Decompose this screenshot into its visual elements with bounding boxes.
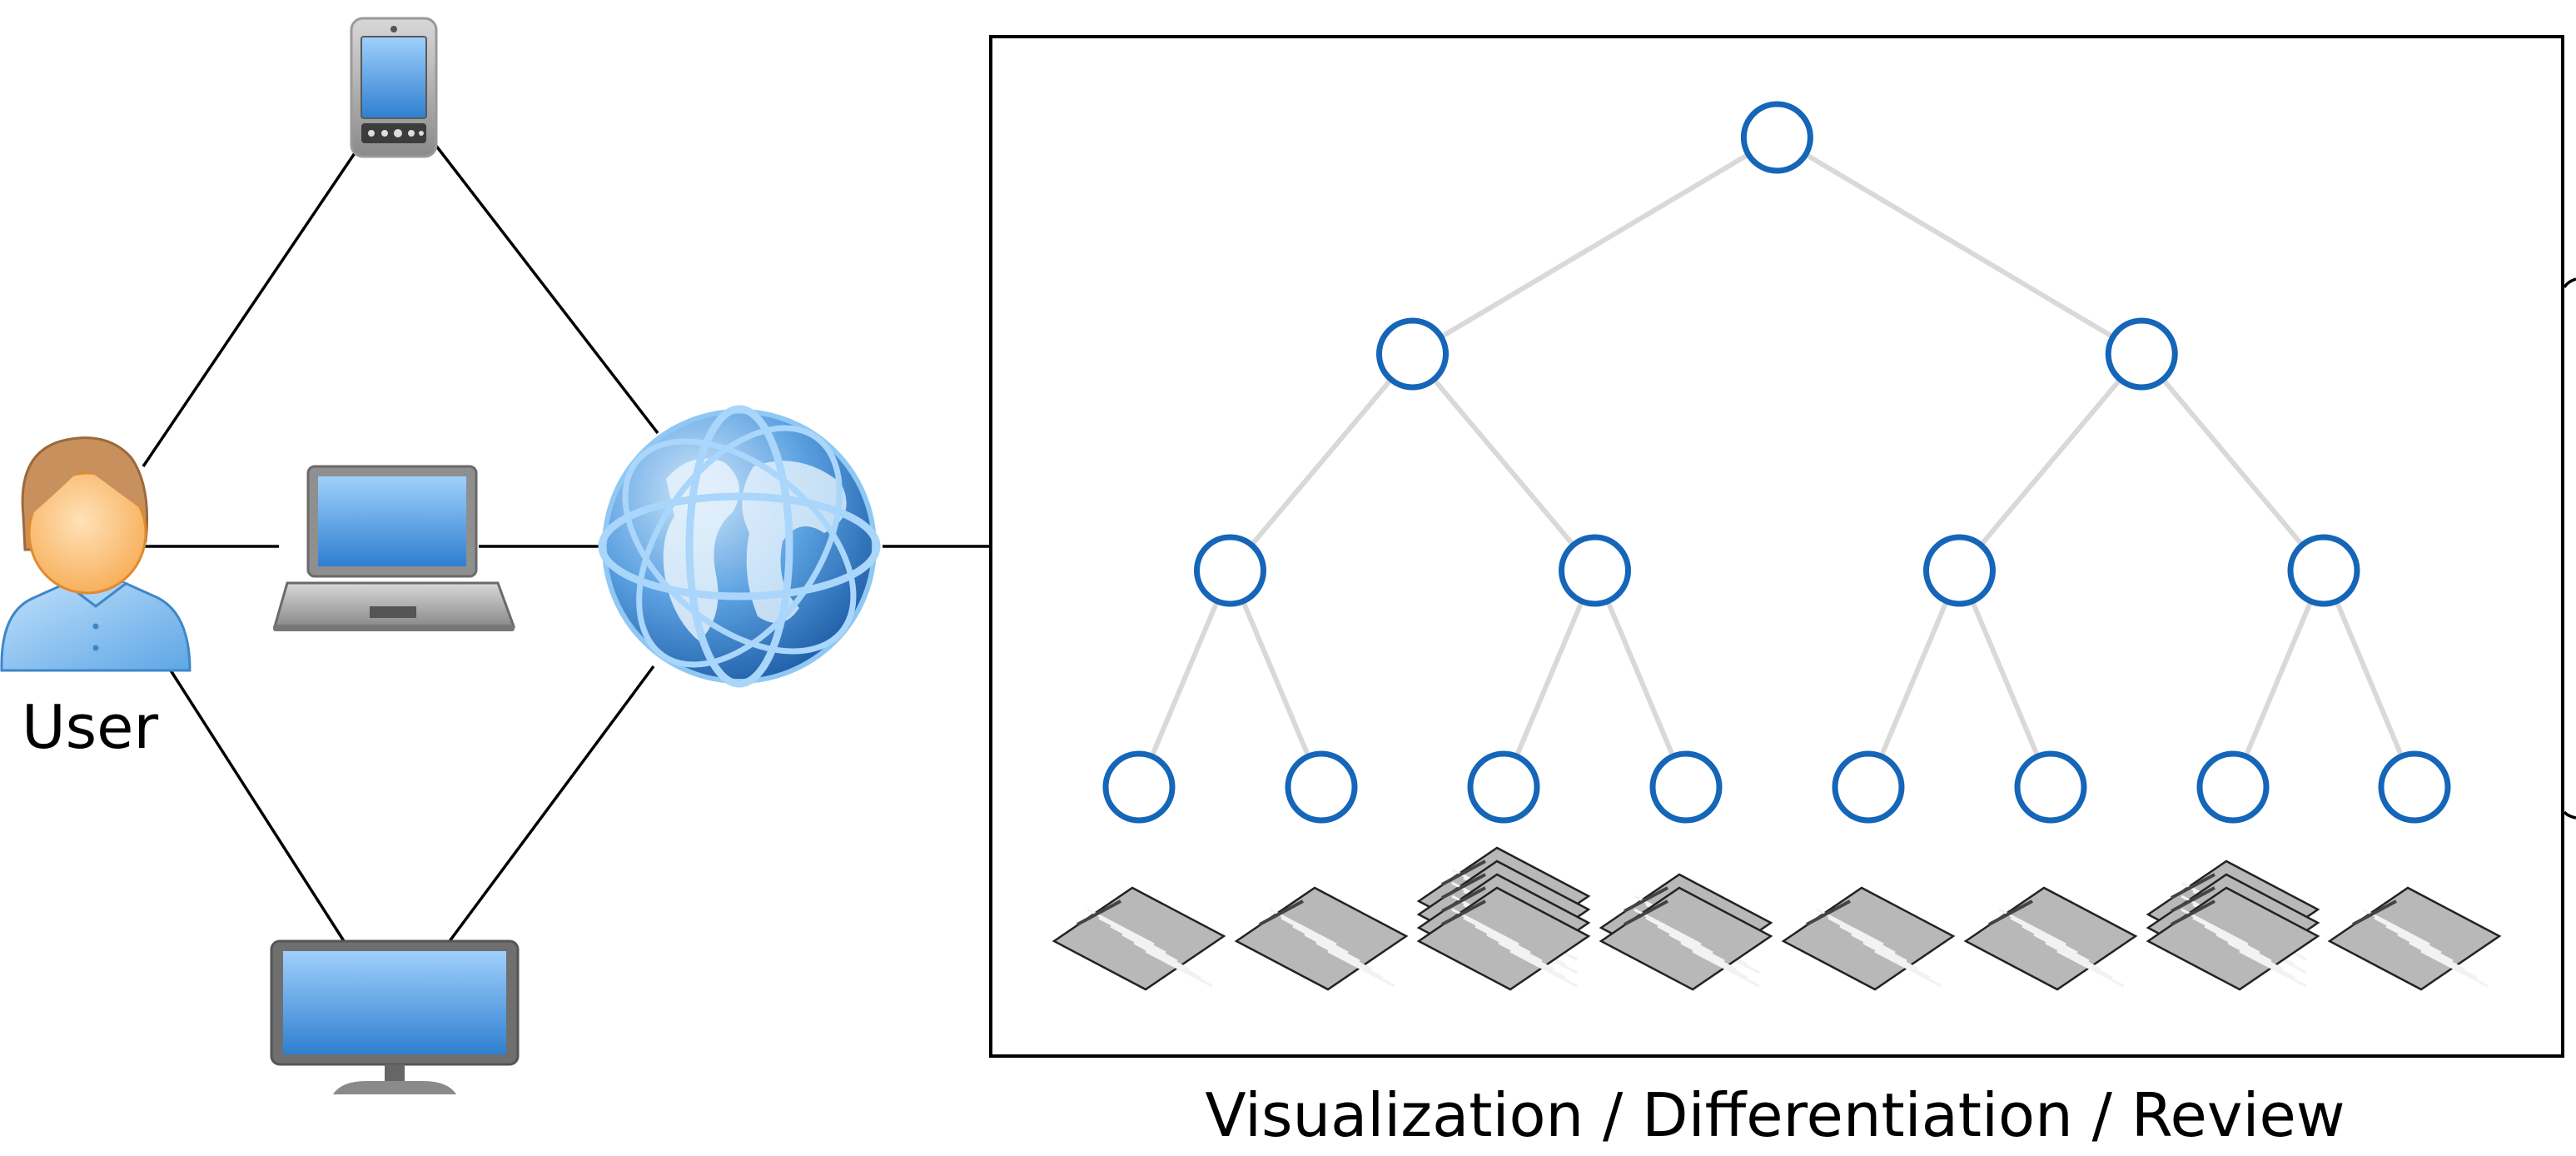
document-stack	[1599, 873, 1773, 991]
line-monitor-globe	[448, 665, 655, 943]
tree-edge	[2243, 600, 2314, 758]
connection-lines	[142, 140, 2576, 944]
tree-node	[1376, 317, 1449, 391]
user-label: User	[22, 692, 159, 762]
document	[2327, 886, 2502, 991]
tree-leaf-node	[1832, 750, 1905, 824]
panel-caption: Visualization / Differentiation / Review	[1205, 1080, 2345, 1150]
tree-leaf-node	[1649, 750, 1723, 824]
tree-edge	[1431, 377, 1576, 547]
user-icon	[0, 436, 191, 672]
line-phone-globe	[431, 140, 659, 435]
document-stacks	[1052, 846, 2502, 991]
line-user-phone	[142, 147, 360, 467]
line-panel-right-top	[2563, 277, 2576, 288]
tree-edge	[1804, 152, 2115, 340]
tree-node	[2287, 534, 2360, 607]
tree-edge	[1878, 600, 1949, 758]
tree-edge	[1605, 600, 1676, 758]
tree-node	[1923, 534, 1996, 607]
tree-node	[1194, 534, 1266, 607]
tree-edge	[1440, 152, 1750, 340]
tree-edge	[1970, 600, 2041, 758]
tree-leaf-node	[1285, 750, 1358, 824]
document	[1781, 886, 1956, 991]
document	[1963, 886, 2138, 991]
document	[1052, 886, 1226, 991]
tree-edge	[2161, 377, 2305, 547]
monitor-icon	[270, 939, 520, 1094]
hierarchy-tree	[1102, 101, 2451, 824]
tree-edge	[1249, 377, 1394, 547]
smartphone-icon	[350, 17, 438, 158]
tree-edge	[1978, 377, 2122, 547]
tree-node	[1740, 101, 1813, 174]
tree-leaf-node	[1102, 750, 1176, 824]
tree-edge	[1514, 600, 1584, 758]
document-stack	[1416, 846, 1591, 991]
tree-node	[1559, 534, 1631, 607]
line-user-monitor	[169, 670, 347, 944]
document-stack	[2146, 860, 2320, 991]
line-panel-right-bottom	[2563, 810, 2576, 820]
tree-node	[2105, 317, 2178, 391]
tree-edge	[1149, 600, 1220, 758]
laptop-icon	[273, 465, 516, 631]
tree-leaf-node	[2196, 750, 2270, 824]
document	[1234, 886, 1409, 991]
tree-leaf-node	[2378, 750, 2451, 824]
globe-icon	[598, 405, 881, 688]
tree-edge	[1241, 600, 1311, 758]
tree-edge	[2334, 600, 2404, 758]
tree-leaf-node	[1467, 750, 1540, 824]
tree-leaf-node	[2014, 750, 2087, 824]
